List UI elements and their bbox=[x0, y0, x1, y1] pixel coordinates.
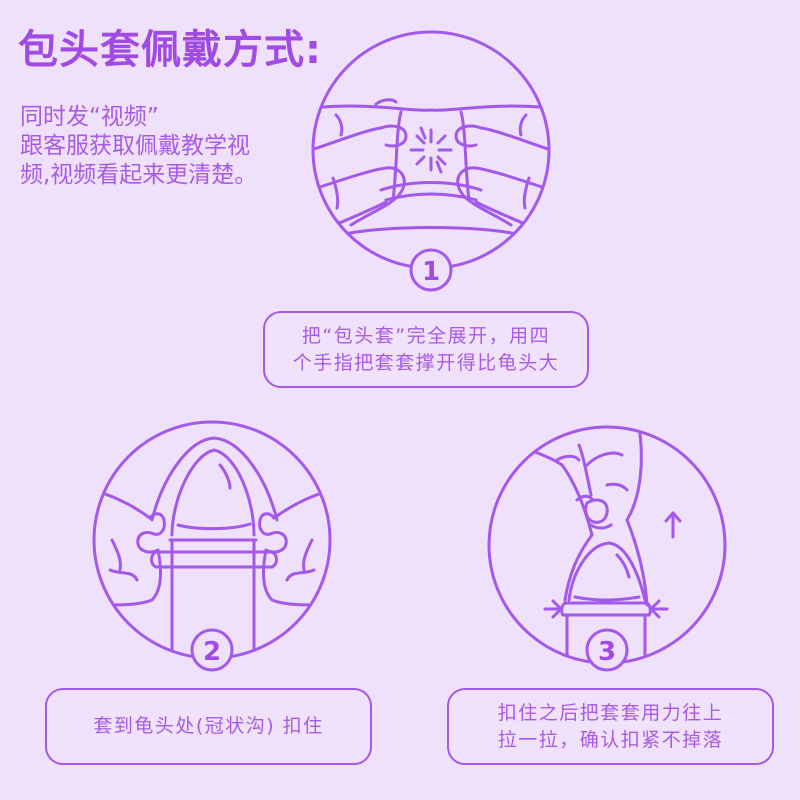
step-number-badge bbox=[585, 628, 629, 672]
sleeve-on-glans-icon bbox=[94, 436, 330, 658]
step-1-illustration: 1 bbox=[311, 30, 551, 292]
intro-text: 同时发“视频” 跟客服获取佩戴教学视 频,视频看起来更清楚。 bbox=[20, 103, 257, 190]
intro-line: 同时发“视频” bbox=[20, 104, 159, 130]
fingers-stretching-icon bbox=[313, 98, 549, 237]
step-circle bbox=[311, 30, 551, 270]
caption-line: 扣住之后把套套用力往上 bbox=[497, 701, 724, 724]
step-3-caption: 扣住之后把套套用力往上 拉一拉，确认扣紧不掉落 bbox=[447, 688, 774, 765]
intro-line: 频,视频看起来更清楚。 bbox=[20, 162, 258, 188]
step-number-badge bbox=[190, 628, 234, 672]
intro-line: 跟客服获取佩戴教学视 bbox=[20, 133, 250, 159]
page-title: 包头套佩戴方式: bbox=[18, 27, 322, 73]
step-3-illustration: 3 bbox=[487, 425, 727, 687]
step-number-badge bbox=[409, 248, 453, 292]
step-2-illustration: 2 bbox=[92, 420, 332, 682]
caption-line: 把“包头套”完全展开，用四 bbox=[301, 324, 551, 347]
pull-up-icon bbox=[505, 427, 682, 663]
step-number: 3 bbox=[598, 637, 616, 667]
caption-line: 套到龟头处(冠状沟) 扣住 bbox=[93, 715, 324, 737]
step-number: 1 bbox=[422, 257, 440, 287]
step-1-caption: 把“包头套”完全展开，用四 个手指把套套撑开得比龟头大 bbox=[263, 311, 589, 388]
caption-line: 拉一拉，确认扣紧不掉落 bbox=[497, 728, 724, 751]
step-number: 2 bbox=[203, 637, 221, 667]
caption-line: 个手指把套套撑开得比龟头大 bbox=[292, 351, 560, 374]
step-2-caption: 套到龟头处(冠状沟) 扣住 bbox=[45, 688, 372, 765]
step-circle bbox=[487, 425, 727, 665]
